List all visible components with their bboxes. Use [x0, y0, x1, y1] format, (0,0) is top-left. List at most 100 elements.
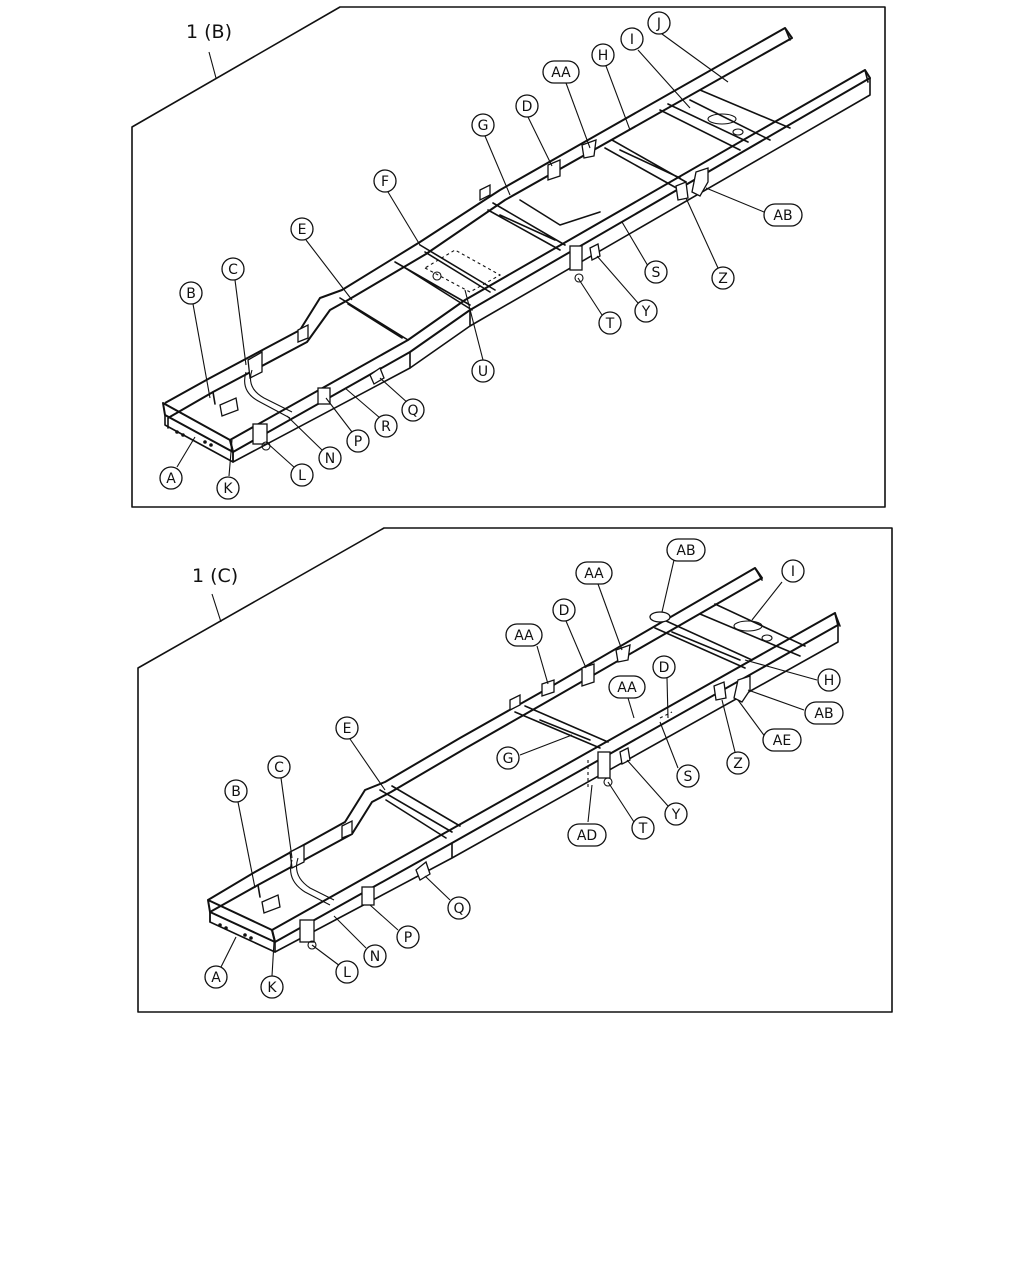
svg-text:Z: Z: [718, 271, 728, 287]
svg-text:U: U: [478, 364, 488, 380]
callout-Q: Q: [401, 398, 425, 422]
frame-chassis: [162, 27, 871, 463]
svg-text:AB: AB: [676, 543, 695, 559]
svg-text:A: A: [211, 970, 221, 986]
figure-1c: 1 (C): [137, 527, 893, 1013]
callout-N: N: [363, 944, 387, 968]
callout-S: S: [676, 764, 700, 788]
svg-text:L: L: [343, 965, 351, 981]
callout-L: L: [335, 960, 359, 984]
callout-D-2: D: [652, 655, 676, 679]
svg-text:J: J: [656, 16, 661, 32]
callout-AA-1: AA: [505, 623, 543, 647]
callout-AA: AA: [542, 60, 580, 84]
svg-text:P: P: [404, 930, 412, 946]
callout-C: C: [221, 257, 245, 281]
callout-A: A: [159, 466, 183, 490]
callout-E: E: [290, 217, 314, 241]
callout-F: F: [373, 169, 397, 193]
callout-P: P: [346, 429, 370, 453]
frame-chassis: [207, 567, 841, 953]
svg-text:AE: AE: [773, 733, 791, 749]
callout-A: A: [204, 965, 228, 989]
callout-D: D: [552, 598, 576, 622]
svg-text:D: D: [659, 660, 670, 676]
svg-text:H: H: [824, 673, 835, 689]
svg-text:E: E: [298, 222, 307, 238]
callout-S: S: [644, 260, 668, 284]
svg-text:S: S: [684, 769, 693, 785]
callout-AB: AB: [763, 203, 803, 227]
panel-title: 1 (B): [186, 21, 232, 43]
callout-J: J: [647, 11, 671, 35]
callout-I: I: [781, 559, 805, 583]
callout-N: N: [318, 446, 342, 470]
callout-Y: Y: [634, 299, 658, 323]
svg-text:AA: AA: [514, 628, 534, 644]
svg-text:Q: Q: [453, 901, 464, 917]
svg-text:D: D: [559, 603, 570, 619]
callout-T: T: [598, 311, 622, 335]
callout-R: R: [374, 414, 398, 438]
callout-G: G: [496, 746, 520, 770]
callout-Z: Z: [711, 266, 735, 290]
svg-text:F: F: [381, 174, 389, 190]
callout-U: U: [471, 359, 495, 383]
svg-text:I: I: [791, 564, 795, 580]
svg-text:AD: AD: [577, 828, 597, 844]
svg-text:H: H: [598, 48, 609, 64]
callout-AD: AD: [567, 823, 607, 847]
svg-text:R: R: [381, 419, 391, 435]
leader-lines: [220, 559, 818, 977]
callout-B: B: [224, 779, 248, 803]
svg-text:K: K: [223, 481, 233, 497]
svg-text:I: I: [630, 32, 634, 48]
callout-I: I: [620, 27, 644, 51]
svg-text:A: A: [166, 471, 176, 487]
svg-text:N: N: [370, 949, 380, 965]
callout-C: C: [267, 755, 291, 779]
callout-G: G: [471, 113, 495, 137]
callout-B: B: [179, 281, 203, 305]
panel-title: 1 (C): [192, 565, 238, 587]
svg-text:AA: AA: [617, 680, 637, 696]
svg-text:P: P: [354, 434, 362, 450]
callout-AB-1: AB: [666, 538, 706, 562]
callout-P: P: [396, 925, 420, 949]
leader-lines: [176, 33, 765, 477]
callouts-1c: A B C D D E G H I K L N P Q S T Y Z AA A…: [204, 538, 844, 999]
svg-text:N: N: [325, 451, 335, 467]
callout-Y: Y: [664, 802, 688, 826]
callout-AA-2: AA: [575, 561, 613, 585]
svg-text:C: C: [274, 760, 284, 776]
svg-text:G: G: [478, 118, 489, 134]
svg-text:T: T: [605, 316, 615, 332]
callout-AA-3: AA: [608, 675, 646, 699]
panel-frame: [137, 527, 893, 1013]
callout-K: K: [216, 476, 240, 500]
svg-text:E: E: [343, 721, 352, 737]
svg-text:Q: Q: [407, 403, 418, 419]
callout-AB-2: AB: [804, 701, 844, 725]
callouts-1b: A B C D E F G H I J K L N P Q R S T U Y …: [159, 11, 803, 500]
svg-text:L: L: [298, 468, 306, 484]
svg-text:AA: AA: [551, 65, 571, 81]
callout-K: K: [260, 975, 284, 999]
callout-D: D: [515, 94, 539, 118]
callout-E: E: [335, 716, 359, 740]
figure-1b: 1 (B): [131, 6, 886, 508]
panel-frame: [131, 6, 886, 508]
svg-text:D: D: [522, 99, 533, 115]
svg-text:G: G: [503, 751, 514, 767]
callout-T: T: [631, 816, 655, 840]
svg-text:S: S: [652, 265, 661, 281]
callout-Z: Z: [726, 751, 750, 775]
svg-text:K: K: [267, 980, 277, 996]
callout-H: H: [817, 668, 841, 692]
svg-text:Y: Y: [671, 807, 681, 823]
svg-text:Z: Z: [733, 756, 743, 772]
svg-text:B: B: [186, 286, 196, 302]
callout-L: L: [290, 463, 314, 487]
svg-text:C: C: [228, 262, 238, 278]
